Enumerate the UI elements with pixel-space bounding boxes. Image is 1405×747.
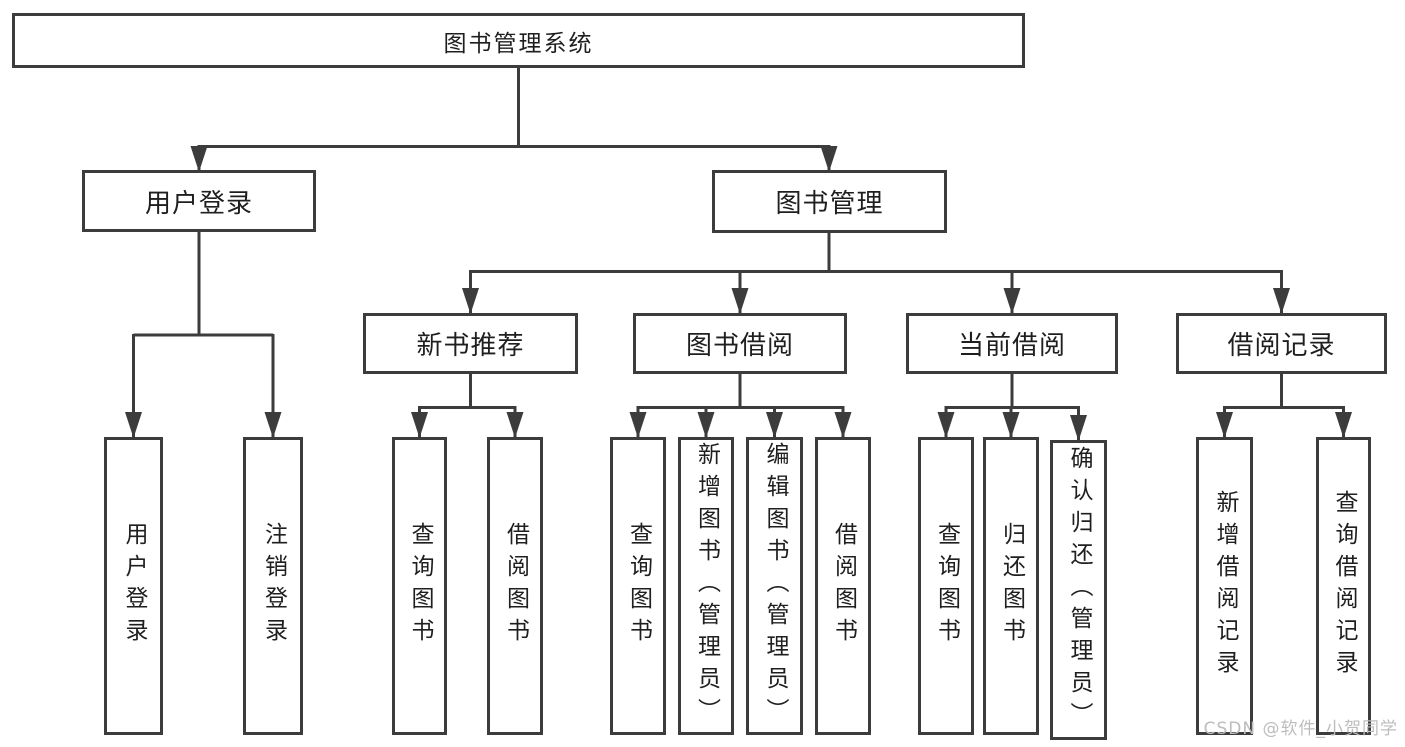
node-book-borrowing: 图书借阅 bbox=[633, 313, 847, 374]
node-label: 用户登录 bbox=[144, 188, 253, 219]
node-new-book-recommend: 新书推荐 bbox=[363, 313, 578, 374]
leaf-label: 借阅图书 bbox=[502, 522, 529, 650]
leaf-logout: 注销登录 bbox=[243, 437, 303, 735]
leaf-label: 查询图书 bbox=[625, 522, 652, 650]
leaf-edit-books-admin: 编辑图书（管理员） bbox=[746, 437, 803, 735]
leaf-label: 查询图书 bbox=[407, 522, 433, 650]
leaf-add-borrow-record: 新增借阅记录 bbox=[1196, 437, 1253, 735]
leaf-label: 查询借阅记录 bbox=[1331, 490, 1357, 682]
node-label: 图书管理系统 bbox=[443, 30, 594, 57]
leaf-label: 归还图书 bbox=[998, 522, 1025, 650]
leaf-return-books: 归还图书 bbox=[983, 437, 1039, 735]
node-user-login: 用户登录 bbox=[82, 170, 316, 232]
node-label: 图书管理 bbox=[775, 189, 884, 219]
watermark-text: CSDN @软件_小贺同学 bbox=[1203, 719, 1398, 739]
leaf-query-books-recommend: 查询图书 bbox=[392, 437, 447, 735]
leaf-query-books-borrowing: 查询图书 bbox=[610, 437, 666, 735]
leaf-borrow-books: 借阅图书 bbox=[815, 437, 871, 735]
leaf-label: 新增图书（管理员） bbox=[693, 442, 720, 730]
leaf-label: 查询图书 bbox=[933, 522, 960, 650]
leaf-borrow-books-recommend: 借阅图书 bbox=[487, 437, 543, 735]
node-book-management: 图书管理 bbox=[712, 170, 947, 233]
leaf-label: 编辑图书（管理员） bbox=[762, 442, 788, 730]
leaf-query-borrow-record: 查询借阅记录 bbox=[1316, 437, 1371, 735]
leaf-label: 新增借阅记录 bbox=[1212, 490, 1238, 682]
leaf-confirm-return-admin: 确认归还（管理员） bbox=[1050, 440, 1107, 740]
node-borrow-records: 借阅记录 bbox=[1176, 313, 1387, 374]
leaf-add-books-admin: 新增图书（管理员） bbox=[678, 437, 734, 735]
node-label: 新书推荐 bbox=[416, 331, 525, 361]
node-library-management-system: 图书管理系统 bbox=[12, 13, 1025, 68]
node-label: 图书借阅 bbox=[685, 331, 794, 361]
leaf-label: 注销登录 bbox=[260, 522, 287, 650]
node-current-borrowing: 当前借阅 bbox=[906, 313, 1118, 374]
leaf-label: 确认归还（管理员） bbox=[1066, 446, 1092, 734]
node-label: 借阅记录 bbox=[1227, 331, 1336, 361]
leaf-label: 用户登录 bbox=[121, 522, 147, 650]
node-label: 当前借阅 bbox=[957, 331, 1066, 361]
leaf-query-books-current: 查询图书 bbox=[918, 437, 974, 735]
leaf-label: 借阅图书 bbox=[830, 522, 857, 650]
leaf-user-login: 用户登录 bbox=[104, 437, 163, 735]
